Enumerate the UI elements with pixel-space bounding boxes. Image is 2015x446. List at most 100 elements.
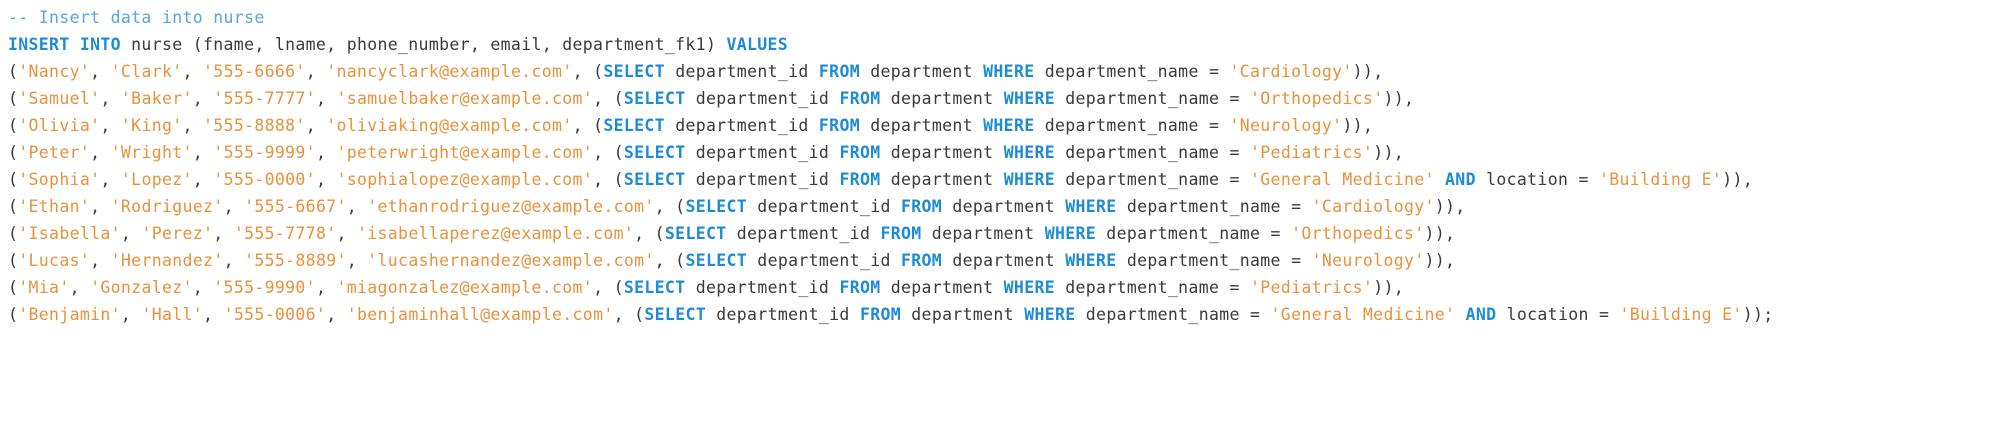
token-plain: ,	[305, 62, 327, 81]
token-plain: department	[880, 143, 1004, 162]
token-keyword: FROM	[839, 143, 881, 162]
token-plain: ,	[100, 116, 121, 135]
token-plain: )),	[1352, 62, 1384, 81]
token-keyword: INSERT INTO	[8, 35, 121, 54]
token-keyword: FROM	[880, 224, 922, 243]
token-string: 'Hall'	[141, 305, 204, 324]
token-string: 'Mia'	[18, 278, 70, 297]
token-plain: department_id	[726, 224, 881, 243]
token-string: '555-7777'	[213, 89, 316, 108]
token-plain: ,	[100, 89, 121, 108]
token-plain: department_id	[664, 116, 819, 135]
token-keyword: SELECT	[664, 224, 727, 243]
token-string: '555-7778'	[233, 224, 337, 243]
token-plain: department_name =	[1116, 251, 1312, 270]
token-plain: ,	[120, 224, 142, 243]
token-plain: )),	[1424, 251, 1456, 270]
token-plain: nurse (fname, lname, phone_number, email…	[120, 35, 727, 54]
token-plain: (	[8, 170, 19, 189]
token-plain: ,	[120, 305, 142, 324]
code-line-row-lucas-hernandez: ('Lucas', 'Hernandez', '555-8889', 'luca…	[8, 247, 2015, 274]
token-plain: )),	[1722, 170, 1753, 189]
token-plain: ,	[69, 278, 91, 297]
code-line-row-ethan-rodriguez: ('Ethan', 'Rodriguez', '555-6667', 'etha…	[8, 193, 2015, 220]
token-plain: )),	[1434, 197, 1466, 216]
token-plain: ,	[315, 89, 337, 108]
token-plain: department_name =	[1055, 170, 1251, 189]
token-plain: ,	[213, 224, 234, 243]
token-string: 'Peter'	[18, 143, 91, 162]
token-string: 'Hernandez'	[110, 251, 224, 270]
token-string: 'Baker'	[120, 89, 193, 108]
token-string: 'samuelbaker@example.com'	[336, 89, 594, 108]
token-plain: department_id	[747, 251, 902, 270]
token-plain: (	[8, 143, 19, 162]
token-string: 'Perez'	[141, 224, 214, 243]
token-plain: ,	[203, 305, 224, 324]
token-plain: ,	[336, 224, 357, 243]
token-plain: department_name =	[1055, 143, 1251, 162]
token-plain: )),	[1373, 278, 1404, 297]
token-plain: , (	[593, 278, 624, 297]
token-keyword: SELECT	[644, 305, 706, 324]
token-plain: department	[880, 278, 1004, 297]
token-string: 'Building E'	[1599, 170, 1723, 189]
token-plain: ,	[223, 197, 245, 216]
code-line-row-benjamin-hall: ('Benjamin', 'Hall', '555-0006', 'benjam…	[8, 301, 2015, 328]
token-plain: , (	[572, 116, 604, 135]
token-string: 'Cardiology'	[1229, 62, 1353, 81]
token-string: 'miagonzalez@example.com'	[336, 278, 594, 297]
token-keyword: SELECT	[603, 116, 665, 135]
token-keyword: WHERE	[1065, 251, 1117, 270]
token-plain: ));	[1742, 305, 1774, 324]
token-string: 'Orthopedics'	[1250, 89, 1384, 108]
token-string: 'King'	[120, 116, 183, 135]
token-keyword: SELECT	[603, 62, 665, 81]
token-plain: (	[8, 224, 19, 243]
token-string: '555-8888'	[203, 116, 306, 135]
token-keyword: WHERE	[1044, 224, 1097, 243]
token-comment: -- Insert data into nurse	[8, 8, 265, 27]
token-string: 'Clark'	[110, 62, 183, 81]
token-string: 'Benjamin'	[18, 305, 121, 324]
token-keyword: FROM	[818, 62, 860, 81]
code-line-row-isabella-perez: ('Isabella', 'Perez', '555-7778', 'isabe…	[8, 220, 2015, 247]
token-string: 'oliviaking@example.com'	[326, 116, 573, 135]
token-plain: )),	[1342, 116, 1374, 135]
token-plain: , (	[634, 224, 665, 243]
token-plain: department	[859, 116, 984, 135]
token-string: 'Sophia'	[18, 170, 101, 189]
token-keyword: FROM	[818, 116, 860, 135]
token-plain: department_name =	[1116, 197, 1312, 216]
token-string: 'Olivia'	[18, 116, 101, 135]
token-plain: , (	[654, 251, 686, 270]
token-plain: department_id	[685, 170, 840, 189]
token-plain: ,	[315, 143, 337, 162]
token-keyword: WHERE	[1065, 197, 1117, 216]
token-plain: department_name =	[1075, 305, 1271, 324]
token-plain: ,	[192, 170, 214, 189]
token-plain: location =	[1475, 170, 1600, 189]
token-plain	[1455, 305, 1465, 324]
token-string: '555-9999'	[213, 143, 316, 162]
token-keyword: FROM	[839, 278, 881, 297]
token-plain: ,	[90, 251, 111, 270]
code-line-row-samuel-baker: ('Samuel', 'Baker', '555-7777', 'samuelb…	[8, 85, 2015, 112]
token-plain: ,	[182, 62, 204, 81]
code-line-row-olivia-king: ('Olivia', 'King', '555-8888', 'oliviaki…	[8, 112, 2015, 139]
token-string: 'Isabella'	[18, 224, 121, 243]
code-line-row-sophia-lopez: ('Sophia', 'Lopez', '555-0000', 'sophial…	[8, 166, 2015, 193]
token-keyword: SELECT	[685, 251, 748, 270]
token-plain: ,	[305, 116, 327, 135]
token-plain: location =	[1496, 305, 1620, 324]
token-plain: (	[8, 62, 19, 81]
token-plain: (	[8, 278, 19, 297]
token-plain: , (	[654, 197, 686, 216]
token-plain: )),	[1383, 89, 1415, 108]
token-plain: department	[942, 251, 1066, 270]
token-string: 'Rodriguez'	[110, 197, 224, 216]
token-keyword: SELECT	[623, 143, 686, 162]
token-plain: ,	[315, 278, 337, 297]
token-string: 'sophialopez@example.com'	[336, 170, 594, 189]
